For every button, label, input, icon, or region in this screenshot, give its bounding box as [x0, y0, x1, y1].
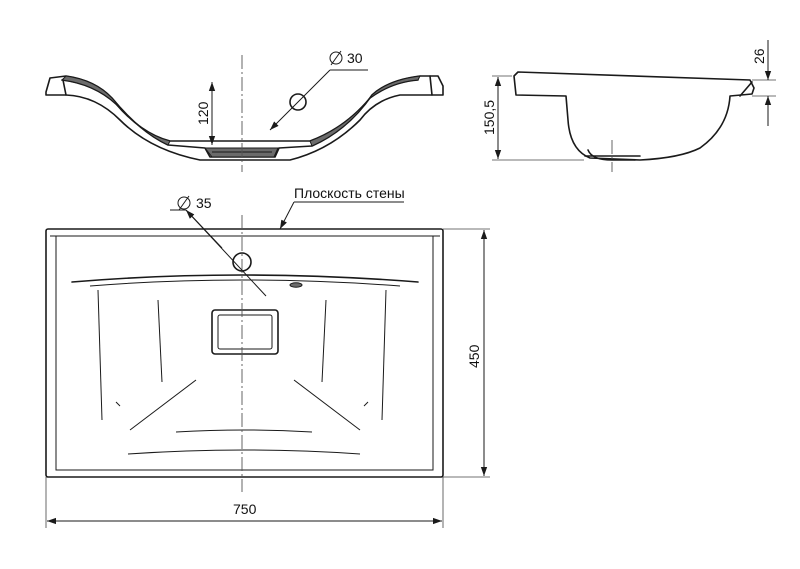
diameter-symbol	[329, 50, 343, 66]
section-inner-profile	[61, 79, 419, 142]
drain-outer	[211, 309, 279, 355]
wall-plane-label: Плоскость стены	[294, 185, 405, 201]
section-hatch-right	[309, 75, 421, 147]
dim-35-label: 35	[196, 195, 212, 211]
overflow	[289, 282, 303, 288]
section-hatch-left	[60, 75, 171, 146]
bowl-back-edge	[71, 274, 419, 283]
diameter-symbol	[177, 195, 191, 211]
side-view: 150,5 26	[481, 40, 776, 172]
side-outline	[513, 71, 755, 161]
dim-450-label: 450	[466, 344, 482, 368]
plan-outline	[45, 228, 444, 478]
faucet-hole-side	[289, 93, 307, 111]
dim-750-label: 750	[233, 501, 257, 517]
dim-30-label: 30	[347, 50, 363, 66]
front-section-view: 120 30	[45, 50, 444, 172]
plan-view: 35 Плоскость стены 450 750	[45, 185, 490, 528]
drain-inner	[217, 314, 273, 350]
faucet-hole-plan	[232, 252, 252, 272]
dim-26-label: 26	[751, 48, 767, 64]
dim-120-label: 120	[195, 101, 211, 125]
dim-150-label: 150,5	[481, 100, 497, 135]
